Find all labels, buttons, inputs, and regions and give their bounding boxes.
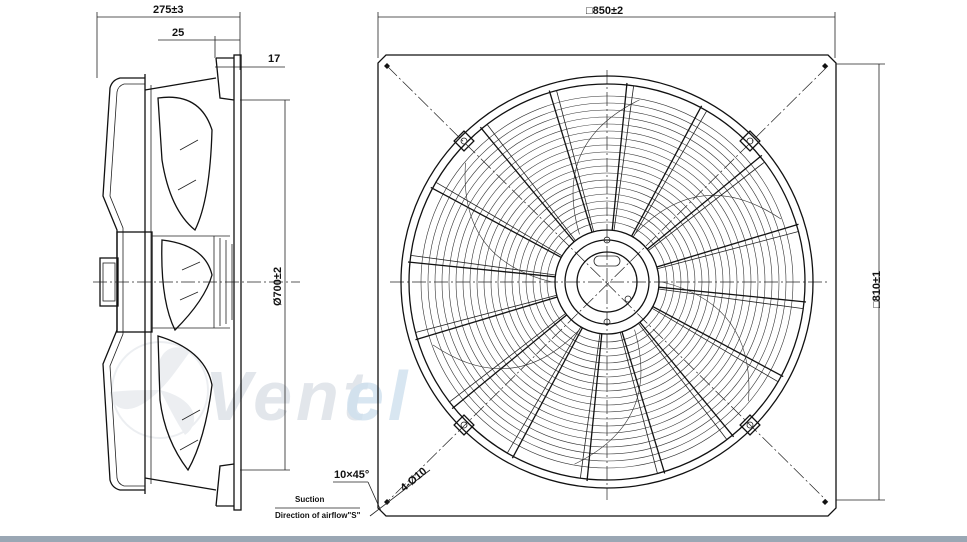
guard-wire-ring — [483, 158, 731, 406]
watermark: Vent el — [110, 341, 411, 439]
motor-housing — [102, 77, 145, 491]
guard-spoke — [621, 331, 666, 474]
front-view: □850±2 □810±1 — [333, 5, 885, 517]
guard-wire-ring — [441, 116, 773, 448]
guard-spoke-edge — [410, 254, 556, 276]
mounting-plate-edge — [233, 54, 242, 511]
watermark-text-a: Vent — [205, 357, 370, 435]
guard-wire-ring — [504, 179, 710, 385]
guard-mount-tabs — [453, 130, 761, 436]
guard-spoke-edge — [556, 90, 595, 232]
fan-blades-side — [157, 96, 213, 472]
side-view: 275±3 25 17 — [93, 4, 361, 520]
guard-wire-ring — [518, 193, 696, 371]
guard-wires — [420, 95, 794, 469]
guard-spoke-edge — [415, 294, 557, 333]
guard-spoke — [656, 223, 799, 268]
guard-wire-ring — [525, 200, 689, 364]
guard-spoke-edge — [506, 326, 582, 454]
guard-spoke — [548, 90, 593, 233]
guard-spoke — [658, 286, 807, 303]
guard-spoke-edge — [651, 307, 779, 383]
guard-spoke — [639, 321, 735, 438]
guard-spoke — [451, 314, 568, 410]
guard-spokes — [407, 82, 807, 482]
guard-wire-ring — [546, 221, 668, 343]
fan-blade-edge — [432, 329, 580, 370]
fan-blade-edge — [464, 162, 553, 283]
diameter-dim-label: Ø700±2 — [272, 267, 284, 306]
guard-wire-ring — [420, 95, 794, 469]
hub-inner — [576, 251, 638, 313]
suction-label: Suction — [295, 495, 324, 504]
guard-wire-ring — [532, 207, 682, 357]
guard-spoke — [652, 306, 784, 378]
watermark-text-b: el — [345, 357, 411, 435]
guard-spoke-edge — [657, 231, 799, 270]
guard-spoke-edge — [613, 85, 635, 231]
guard-wire-ring — [490, 165, 724, 399]
guard-outer-ring — [400, 75, 814, 489]
watermark-fan-logo — [110, 341, 209, 439]
guard-spoke-edge — [638, 323, 728, 440]
hub-outer — [554, 229, 660, 335]
guard-spoke-edge — [619, 332, 658, 474]
bottom-bar — [0, 536, 967, 542]
guard-spoke — [611, 82, 628, 231]
fan-blade-edge — [661, 281, 750, 402]
fan-blade-edge — [634, 194, 782, 235]
guard-spoke-edge — [486, 124, 576, 241]
guard-spoke — [646, 154, 763, 250]
guard-spoke-edge — [658, 288, 804, 310]
guard-wire-ring — [434, 109, 780, 455]
airflow-direction-label: Direction of airflow"S" — [275, 511, 361, 520]
guard-wire-ring — [497, 172, 717, 392]
holes-dim-label: 4-Ø10 — [398, 465, 429, 494]
guard-wire-ring — [476, 151, 738, 413]
guard-spoke-edge — [435, 181, 563, 257]
guard-spoke — [511, 327, 583, 459]
fan-blades-front — [432, 99, 782, 465]
chamfer-dim-label: 10×45° — [334, 469, 369, 481]
guard-wire-ring — [539, 214, 675, 350]
guard-spoke — [415, 296, 558, 341]
guard-spoke-edge — [579, 333, 601, 479]
offset-dim-label: 25 — [172, 27, 184, 39]
guard-spoke — [479, 126, 575, 243]
guard-spoke-edge — [632, 110, 708, 238]
guard-spoke-edge — [648, 161, 765, 251]
square-dim-label: □850±2 — [586, 5, 623, 17]
guard-wire-ring — [462, 137, 752, 427]
thickness-dim-label: 17 — [268, 53, 280, 65]
guard-spoke — [407, 261, 556, 278]
guard-wire-ring — [511, 186, 703, 378]
guard-spoke — [631, 105, 703, 237]
guard-wire-ring — [448, 123, 766, 441]
fan-blade-edge — [574, 329, 642, 465]
hole-spacing-dim-label: □810±1 — [871, 271, 883, 308]
fan-blade-edge — [572, 99, 640, 235]
guard-spoke — [430, 186, 562, 258]
guard-wire-ring — [455, 130, 759, 434]
guard-spoke-edge — [449, 313, 566, 403]
guard-wire-ring — [427, 102, 787, 462]
guard-wire-ring — [469, 144, 745, 420]
guard-spoke — [586, 333, 603, 482]
mounting-plate — [377, 54, 837, 517]
width-dim-label: 275±3 — [153, 4, 184, 16]
